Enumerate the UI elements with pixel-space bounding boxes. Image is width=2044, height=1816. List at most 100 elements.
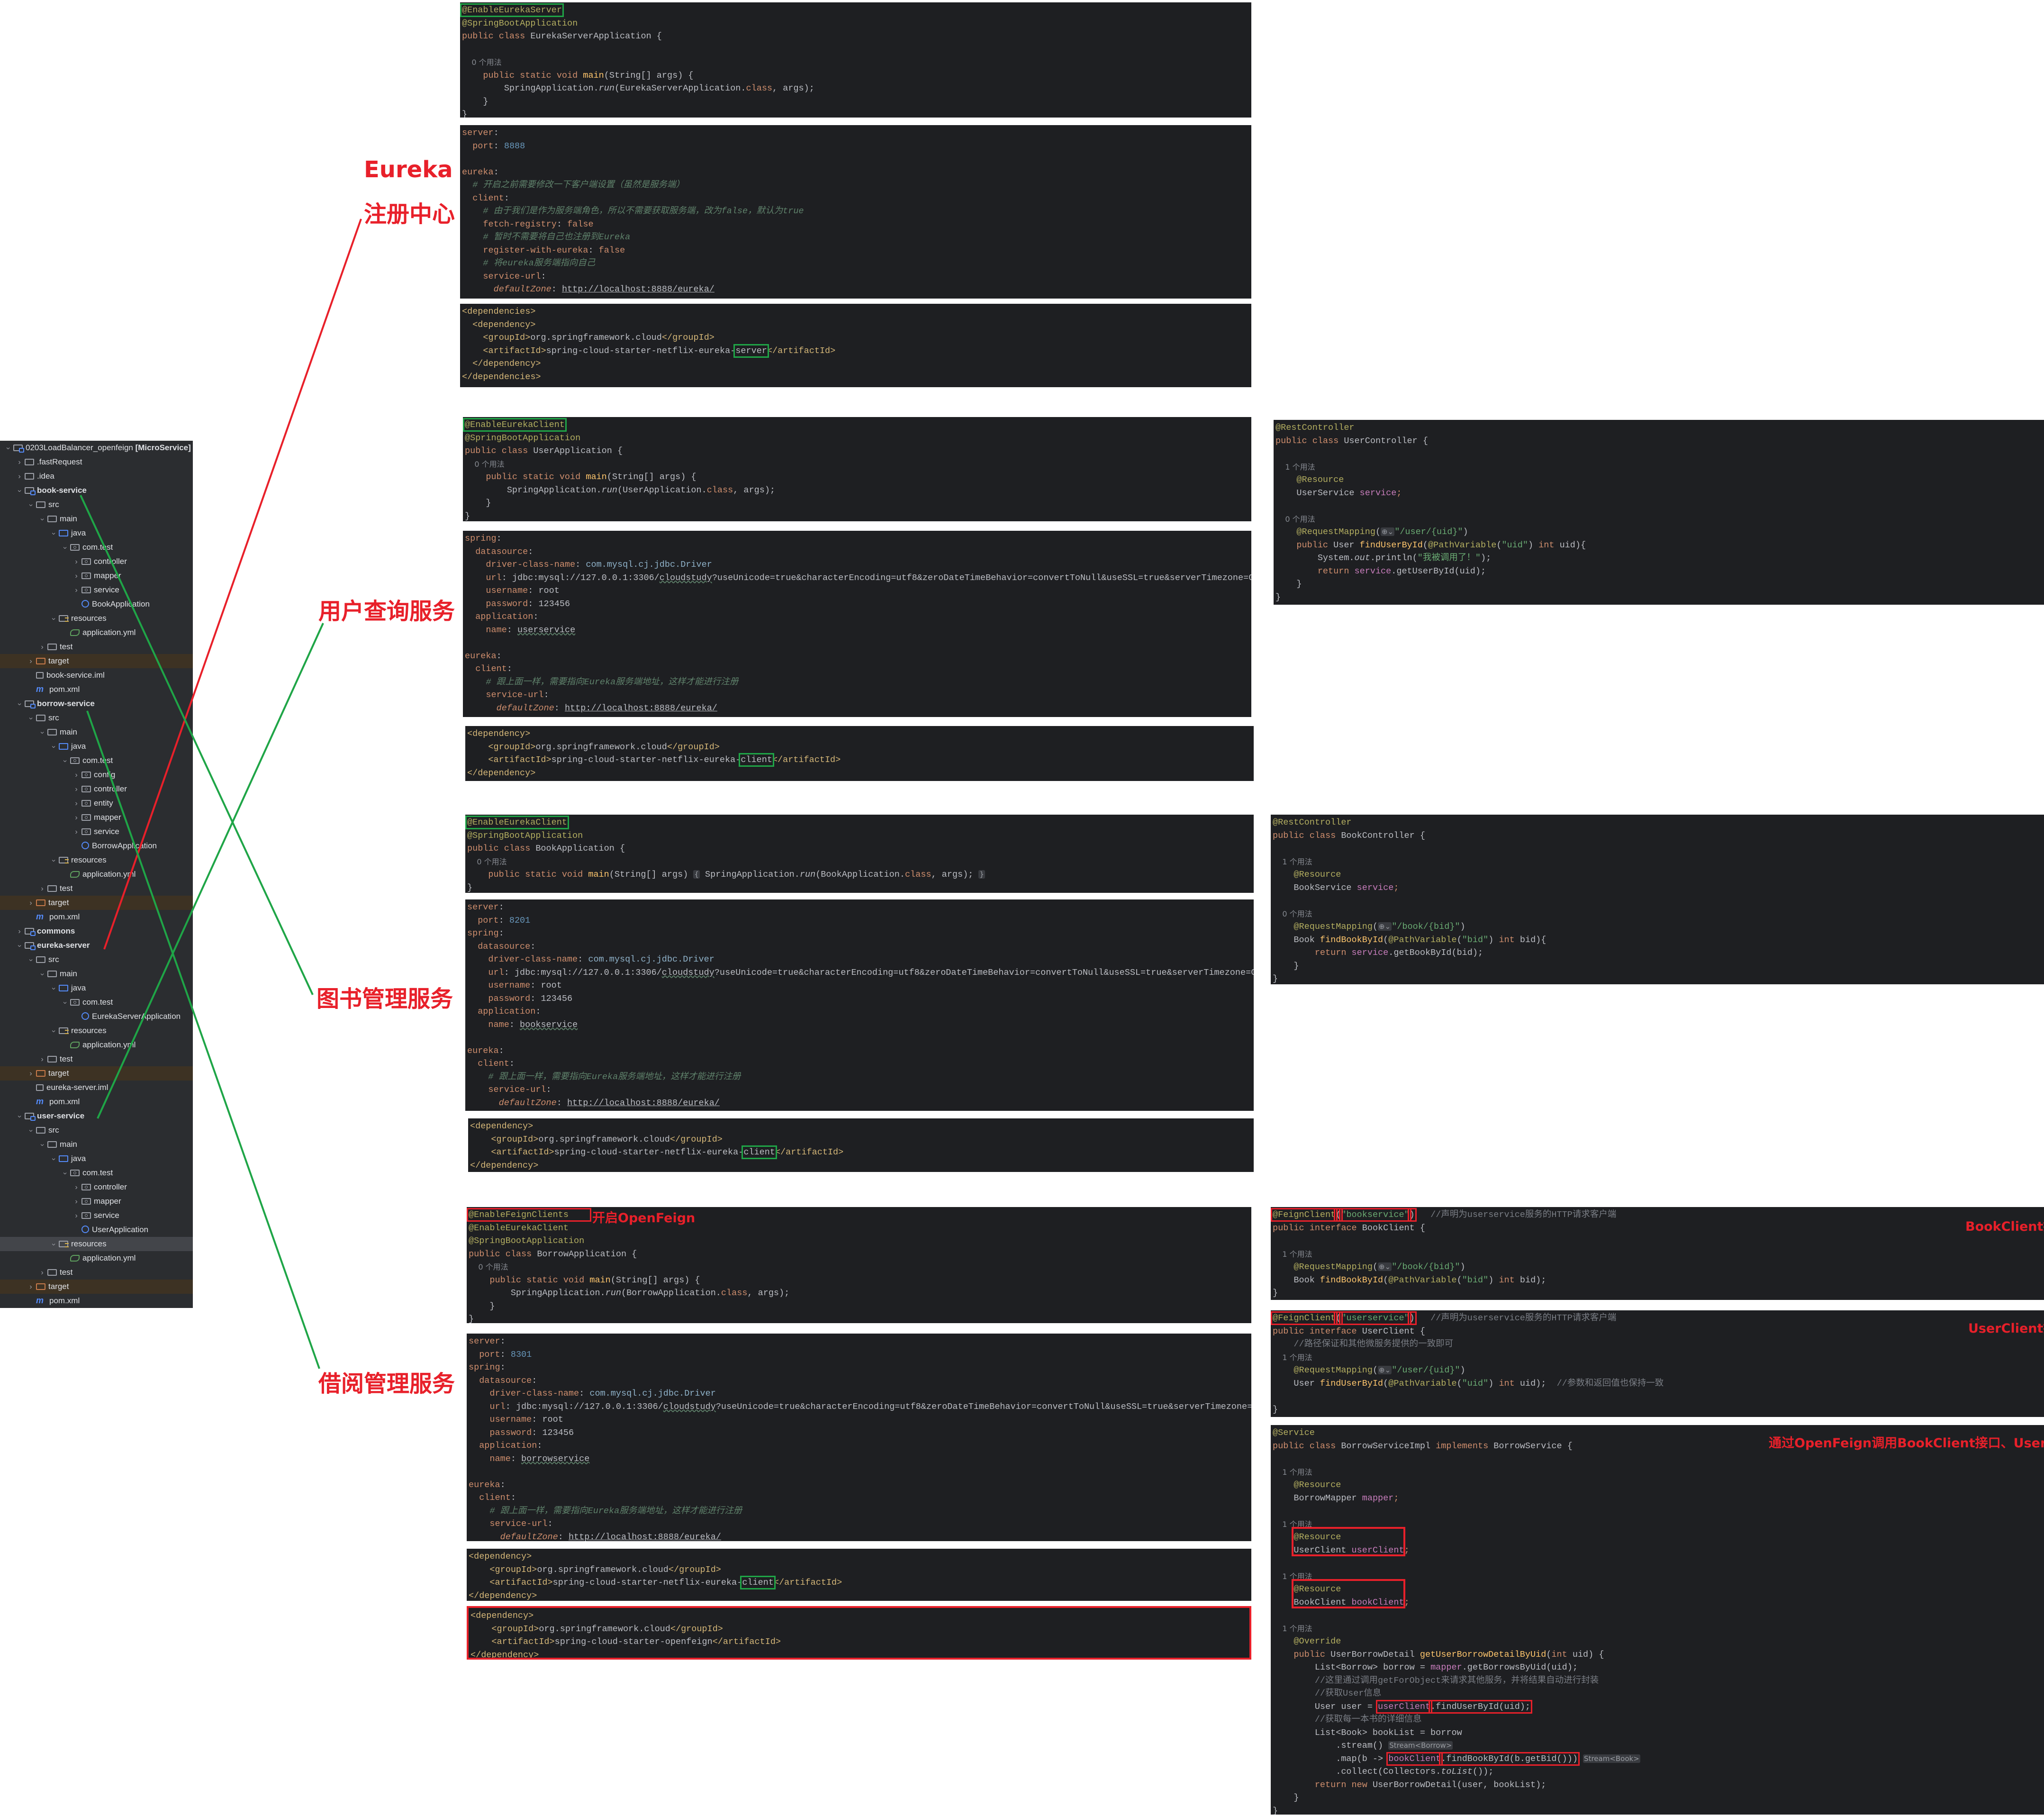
- tree-item[interactable]: ›src: [0, 498, 193, 512]
- tree-item-label: resources: [71, 1026, 107, 1035]
- tree-item[interactable]: ›config: [0, 768, 193, 782]
- tree-item[interactable]: ›resources: [0, 853, 193, 867]
- tree-item[interactable]: ›target: [0, 1066, 193, 1081]
- chevron-right-icon[interactable]: ›: [75, 785, 78, 793]
- tree-item[interactable]: ›test: [0, 1052, 193, 1066]
- chevron-right-icon[interactable]: ›: [75, 1183, 78, 1191]
- chevron-right-icon[interactable]: ›: [18, 472, 21, 481]
- tree-item[interactable]: ›main: [0, 512, 193, 526]
- tree-item-label: entity: [94, 799, 113, 808]
- tree-item[interactable]: BorrowApplication: [0, 839, 193, 853]
- code-line: application:: [469, 1439, 1249, 1453]
- tree-item[interactable]: ›mapper: [0, 810, 193, 825]
- tree-item[interactable]: ›controller: [0, 554, 193, 569]
- tree-item[interactable]: ›com.test: [0, 995, 193, 1009]
- code-token: run: [601, 485, 617, 495]
- tree-item[interactable]: eureka-server.iml: [0, 1081, 193, 1095]
- chevron-right-icon[interactable]: ›: [75, 572, 78, 580]
- tree-item[interactable]: application.yml: [0, 626, 193, 640]
- chevron-right-icon[interactable]: ›: [75, 799, 78, 808]
- tree-item[interactable]: ›0203LoadBalancer_openfeign [MicroServic…: [0, 441, 193, 455]
- chevron-right-icon[interactable]: ›: [41, 643, 44, 651]
- code-line: //获取每一本书的详细信息: [1273, 1713, 2042, 1726]
- chevron-right-icon[interactable]: ›: [75, 558, 78, 566]
- tree-item[interactable]: ›com.test: [0, 1166, 193, 1180]
- tree-item[interactable]: ›main: [0, 725, 193, 739]
- tree-item[interactable]: › entity: [0, 796, 193, 810]
- tree-item[interactable]: ›src: [0, 711, 193, 725]
- tree-item[interactable]: EurekaServerApplication: [0, 1009, 193, 1024]
- tree-item[interactable]: ›service: [0, 583, 193, 597]
- chevron-right-icon[interactable]: ›: [29, 1283, 32, 1291]
- code-line: driver-class-name: com.mysql.cj.jdbc.Dri…: [465, 558, 1249, 572]
- code-token: :: [500, 1362, 506, 1372]
- tree-item[interactable]: ›.fastRequest: [0, 455, 193, 469]
- tree-item[interactable]: ›service: [0, 1208, 193, 1223]
- chevron-right-icon[interactable]: ›: [41, 885, 44, 893]
- code-line: defaultZone: http://localhost:8888/eurek…: [465, 702, 1249, 715]
- tree-item[interactable]: book-service.iml: [0, 668, 193, 682]
- tree-item[interactable]: application.yml: [0, 1038, 193, 1052]
- code-line: <dependency>: [470, 1609, 1248, 1623]
- tree-item[interactable]: ›main: [0, 967, 193, 981]
- tree-item[interactable]: application.yml: [0, 1251, 193, 1265]
- tree-item[interactable]: ›resources: [0, 611, 193, 626]
- chevron-right-icon[interactable]: ›: [75, 586, 78, 594]
- tree-item[interactable]: application.yml: [0, 867, 193, 881]
- tree-item[interactable]: ›com.test: [0, 540, 193, 554]
- code-line: UserClient userClient;: [1273, 1544, 2042, 1557]
- tree-item[interactable]: ›main: [0, 1137, 193, 1152]
- code-token: @SpringBootApplication: [465, 433, 581, 443]
- tree-item[interactable]: ›test: [0, 1265, 193, 1280]
- chevron-right-icon[interactable]: ›: [41, 1269, 44, 1277]
- tree-item[interactable]: ›java: [0, 981, 193, 995]
- chevron-right-icon[interactable]: ›: [41, 1055, 44, 1063]
- chevron-right-icon[interactable]: ›: [75, 771, 78, 779]
- tree-item[interactable]: ›service: [0, 825, 193, 839]
- chevron-right-icon[interactable]: ›: [29, 899, 32, 907]
- tree-item[interactable]: ›commons: [0, 924, 193, 938]
- tree-item[interactable]: ›borrow-service: [0, 697, 193, 711]
- tree-item[interactable]: ›mapper: [0, 1194, 193, 1208]
- tree-item[interactable]: UserApplication: [0, 1223, 193, 1237]
- chevron-right-icon[interactable]: ›: [75, 1212, 78, 1220]
- tree-item[interactable]: ›eureka-server: [0, 938, 193, 953]
- tree-item[interactable]: ›user-service: [0, 1109, 193, 1123]
- tree-item[interactable]: ›target: [0, 896, 193, 910]
- code-line: <groupId>org.springframework.cloud</grou…: [467, 741, 1252, 754]
- tree-item[interactable]: ›.idea: [0, 469, 193, 483]
- code-line: [1273, 1505, 2042, 1518]
- code-line: client:: [465, 663, 1249, 676]
- chevron-right-icon[interactable]: ›: [29, 657, 32, 665]
- code-line: <dependency>: [462, 318, 1249, 332]
- tree-item[interactable]: ›controller: [0, 1180, 193, 1194]
- tree-item[interactable]: ›target: [0, 654, 193, 668]
- chevron-right-icon[interactable]: ›: [29, 1070, 32, 1078]
- tree-item[interactable]: ›book-service: [0, 483, 193, 498]
- tree-item[interactable]: ›src: [0, 953, 193, 967]
- chevron-right-icon[interactable]: ›: [75, 828, 78, 836]
- chevron-right-icon[interactable]: ›: [18, 927, 21, 935]
- code-token: :: [510, 1453, 522, 1464]
- tree-item[interactable]: ›controller: [0, 782, 193, 796]
- code-token: service-url: [467, 1085, 546, 1095]
- tree-item[interactable]: ›java: [0, 526, 193, 540]
- tree-item[interactable]: ›resources: [0, 1237, 193, 1251]
- chevron-right-icon[interactable]: ›: [18, 458, 21, 466]
- tree-item[interactable]: ›test: [0, 881, 193, 896]
- tree-item[interactable]: ›test: [0, 640, 193, 654]
- tree-item[interactable]: ›java: [0, 1152, 193, 1166]
- tree-item[interactable]: ›java: [0, 739, 193, 754]
- tree-item[interactable]: BookApplication: [0, 597, 193, 611]
- tree-item[interactable]: ›mapper: [0, 569, 193, 583]
- tree-item[interactable]: ›resources: [0, 1024, 193, 1038]
- tree-item[interactable]: ›target: [0, 1280, 193, 1294]
- chevron-right-icon[interactable]: ›: [75, 1198, 78, 1206]
- tree-item[interactable]: ›com.test: [0, 754, 193, 768]
- tree-item[interactable]: ›src: [0, 1123, 193, 1137]
- chevron-right-icon[interactable]: ›: [75, 814, 78, 822]
